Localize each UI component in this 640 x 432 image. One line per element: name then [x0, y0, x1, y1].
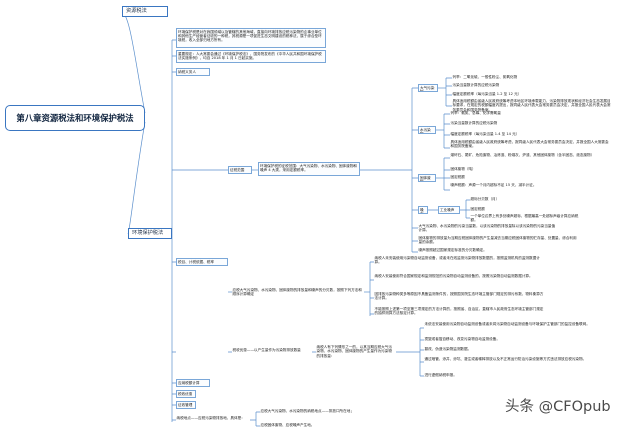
reduce-item: 损毁或者擅自移动、改变污染物自动监测设备。: [424, 337, 500, 341]
noise-item: 超标分贝数（月）: [470, 197, 500, 201]
connector: [250, 411, 260, 427]
basis-item: 纳税人未安装使用污染物自动监测设备，或者未在线监测污染物排放数据的，按照监测机构…: [374, 256, 540, 265]
reduce-desc: 纳税人有下列情形之一的，以其当期应税大气污染物、水污染物、固体废物的产生量作为污…: [316, 345, 392, 358]
connector: [443, 113, 450, 149]
solid-waste-node[interactable]: 固体废物: [418, 174, 436, 182]
taxpayer-node[interactable]: 纳税义务人: [176, 68, 210, 76]
reduce-node[interactable]: 税收优惠——以产生量作为污染物排放数量: [232, 348, 301, 352]
basis-item: 因排放污染物种类多等原因不具备监测条件的，按照国务院生态环境主管部门规定的排污系…: [374, 292, 544, 301]
preferential-node[interactable]: 税收优惠: [176, 390, 196, 398]
water-item: 污染当量数计算的应税污染物: [450, 121, 498, 125]
watermark: 头条 @CFOpub: [505, 399, 611, 415]
scope-extra: 噪声按照超过国家规定标准的分贝数确定。: [418, 248, 487, 252]
solid-item: 噪声税额：声源一个月内超标不足 15 天，减半计征。: [450, 183, 537, 187]
connector: [369, 261, 374, 316]
noise-item: 固定税额: [470, 207, 485, 211]
water-pollutant-node[interactable]: 水污染物: [418, 126, 436, 134]
place-node[interactable]: 纳税地点——应税污染物排放地，具体是：: [176, 416, 245, 420]
reduce-item: 未依法安装使用污染物自动监测设备或者未将污染物自动监测设备与环境保护主管部门的监…: [424, 322, 590, 326]
root-topic[interactable]: 第八章资源税法和环境保护税法: [5, 105, 145, 131]
place-item: 应税固体废物、应税噪声产生地。: [260, 423, 315, 427]
water-item: 列举：氨氮、总磷、化学需氧量: [450, 111, 501, 115]
topic-resource-tax[interactable]: 资源税法: [122, 6, 168, 17]
basis-item: 不能按照上述第一项至第三项规定的方法计算的，按照省、自治区、直辖市人民政府生态环…: [374, 307, 544, 316]
connector: [465, 199, 470, 219]
basis-node[interactable]: 税目、计税依据、税率: [176, 258, 228, 266]
scope-desc: 环境保护税的征税范围：大气污染物、水污染物、固体废物和噪声 4 大类，采用定额税…: [258, 162, 360, 176]
connector: [172, 39, 228, 421]
connector: [419, 327, 424, 377]
connector: [127, 121, 146, 235]
scope-extra: 大气污染物、水污染物的污染当量数，以该污染物的排放量除以该污染物的污染当量值计算…: [418, 224, 556, 233]
air-item: 幅度定额税率（每污染当量 1.2 至 12 元）: [452, 92, 522, 96]
intro-regulation: 重要规定：人大常委会通过《环境保护税法》，国务院发布的《中华人民共和国环境保护税…: [176, 50, 326, 63]
air-item: 具体适用税额由省级人民政府统筹考虑本地区环境承载能力，污染物排放现状和经济社会生…: [452, 99, 611, 112]
noise-item: 一个单位边界上有多处噪声超标，根据最高一处超标声级计算应纳税额。: [470, 214, 579, 223]
connector: [443, 157, 450, 191]
solid-item: 固定税额: [450, 175, 465, 179]
basis-item: 纳税人安装使用符合国家规定和监测规范的污染物自动监测设备的，按照污染物自动监测数…: [374, 274, 533, 278]
reduce-item: 通过暗管、渗井、渗坑、灌注或者稀释排放以及不正常运行防治污染设施等方式违法排放应…: [424, 357, 587, 361]
connector: [412, 87, 418, 253]
air-item: 列举：二氧化硫、一般性粉尘、氮氧化物: [452, 75, 518, 79]
topic-env-tax[interactable]: 环境保护税法: [128, 228, 172, 239]
place-item: 应税大气污染物、水污染物的纳税地点——排放口所在地；: [260, 409, 354, 413]
water-item: 具体适用税额由省级人民政府统筹考虑，报同级人民代表大会常务委员会决定，并报全国人…: [450, 140, 609, 149]
air-pollutant-node[interactable]: 大气污染物: [418, 84, 438, 92]
solid-item: 煤矸石、尾矿、危险废物、冶炼渣、粉煤灰、炉渣、其他固体废物（含半固态、液态废物）: [450, 153, 595, 157]
water-item: 幅度定额税率（每污染当量 1.4 至 14 元）: [450, 132, 520, 136]
calc-amount-node[interactable]: 应纳税额计算: [176, 379, 210, 387]
scope-node[interactable]: 征税范围: [228, 166, 252, 174]
connector: [121, 11, 146, 114]
scope-extra: 固体废物的排放量为当期应税固体废物的产生量减去当期应税固体废物的贮存量、处置量、…: [418, 236, 577, 245]
basis-calc: 应税大气污染物、水污染物、固体废物的排放量和噪声的分贝数，按照下列方法和顺序计算…: [232, 288, 362, 297]
solid-item: 固体废物（吨）: [450, 167, 476, 171]
industrial-noise-node[interactable]: 工业噪声: [438, 206, 460, 214]
intro-definition: 环境保护税是对在我国领域以及管辖的其他海域，直接向环境排放应税污染物的企事业单位…: [176, 28, 326, 48]
reduce-item: 进行虚假纳税申报。: [424, 373, 457, 377]
connector: [445, 77, 452, 107]
admin-node[interactable]: 征收管理: [176, 401, 196, 409]
reduce-item: 篡改、伪造污染物监测数据。: [424, 347, 472, 351]
noise-node[interactable]: 噪声: [418, 206, 428, 214]
air-item: 污染当量数计算的应税污染物: [452, 83, 500, 87]
